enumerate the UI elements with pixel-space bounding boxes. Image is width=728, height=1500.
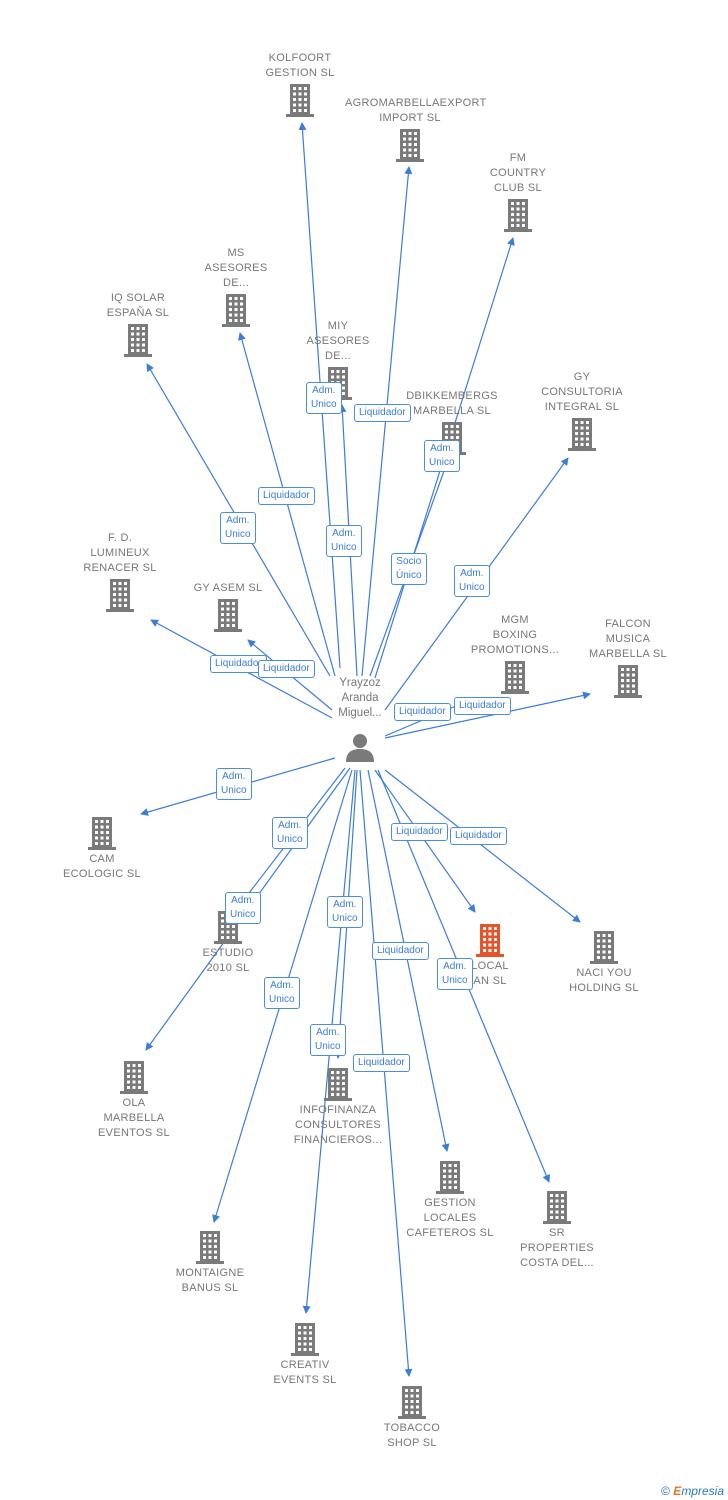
company-node-ola-marbella[interactable]: OLA MARBELLA EVENTOS SL xyxy=(69,1058,199,1141)
edge-falcon-musica xyxy=(384,691,591,739)
company-node-naci-you[interactable]: NACI YOU HOLDING SL xyxy=(539,928,669,996)
building-icon xyxy=(286,84,314,117)
company-node-agromarbella[interactable]: AGROMARBELLAEXPORT IMPORT SL xyxy=(345,96,487,164)
person-icon xyxy=(346,734,374,762)
company-name: NACI YOU HOLDING SL xyxy=(569,967,639,994)
company-name: LOCAL AN SL xyxy=(471,960,509,987)
relation-badge[interactable]: Adm. Unico xyxy=(216,768,252,800)
brand-logo-letter: E xyxy=(673,1484,682,1498)
building-icon xyxy=(501,661,529,694)
relation-badge[interactable]: Liquidador xyxy=(394,703,451,721)
building-icon xyxy=(504,199,532,232)
relation-badge[interactable]: Adm. Unico xyxy=(327,896,363,928)
building-icon xyxy=(543,1191,571,1224)
company-name: AGROMARBELLAEXPORT IMPORT SL xyxy=(345,97,487,124)
relation-badge[interactable]: Liquidador xyxy=(353,1054,410,1072)
company-node-gy-asem[interactable]: GY ASEM SL xyxy=(163,581,293,634)
company-name: FALCON MUSICA MARBELLA SL xyxy=(589,618,667,660)
building-icon xyxy=(124,324,152,357)
company-name: INFOFINANZA CONSULTORES FINANCIEROS... xyxy=(293,1104,383,1146)
building-icon xyxy=(324,1068,352,1101)
relation-badge[interactable]: Adm. Unico xyxy=(225,892,261,924)
company-node-local-an[interactable]: LOCAL AN SL xyxy=(425,921,555,989)
relation-badge[interactable]: Adm. Unico xyxy=(306,382,342,414)
relation-badge[interactable]: Adm. Unico xyxy=(220,512,256,544)
building-icon xyxy=(436,1161,464,1194)
relation-badge[interactable]: Liquidador xyxy=(354,404,411,422)
company-node-sr-properties[interactable]: SR PROPERTIES COSTA DEL... xyxy=(492,1188,622,1271)
copyright-symbol: © xyxy=(661,1484,670,1498)
company-node-falcon-musica[interactable]: FALCON MUSICA MARBELLA SL xyxy=(563,617,693,700)
relation-badge[interactable]: Liquidador xyxy=(391,823,448,841)
company-name: MIY ASESORES DE... xyxy=(306,320,370,362)
company-node-cam-ecologic[interactable]: CAM ECOLOGIC SL xyxy=(37,814,167,882)
building-icon xyxy=(614,665,642,698)
company-name: KOLFOORT GESTION SL xyxy=(265,52,335,79)
company-node-tobacco[interactable]: TOBACCO SHOP SL xyxy=(347,1383,477,1451)
person-node[interactable]: Yrayzoz Aranda Miguel... xyxy=(320,676,400,763)
edge-gestion-locales xyxy=(367,769,450,1152)
company-name: MONTAIGNE BANUS SL xyxy=(175,1267,245,1294)
person-name: Yrayzoz Aranda Miguel... xyxy=(338,677,382,719)
company-node-montaigne[interactable]: MONTAIGNE BANUS SL xyxy=(145,1228,275,1296)
company-node-mgm-boxing[interactable]: MGM BOXING PROMOTIONS... xyxy=(450,613,580,696)
relation-badge[interactable]: Liquidador xyxy=(258,487,315,505)
relation-badge[interactable]: Liquidador xyxy=(258,660,315,678)
company-name: GY CONSULTORIA INTEGRAL SL xyxy=(541,371,623,413)
company-name: FM COUNTRY CLUB SL xyxy=(489,152,547,194)
building-icon xyxy=(568,418,596,451)
company-name: CAM ECOLOGIC SL xyxy=(63,853,141,880)
relation-badge[interactable]: Adm. Unico xyxy=(424,440,460,472)
company-node-gestion-locales[interactable]: GESTION LOCALES CAFETEROS SL xyxy=(385,1158,515,1241)
edge-tobacco xyxy=(359,769,413,1377)
building-icon xyxy=(398,1386,426,1419)
company-name: F. D. LUMINEUX RENACER SL xyxy=(83,532,157,574)
relation-badge[interactable]: Adm. Unico xyxy=(310,1024,346,1056)
company-node-ms-asesores[interactable]: MS ASESORES DE... xyxy=(171,246,301,329)
company-node-fm-country[interactable]: FM COUNTRY CLUB SL xyxy=(453,151,583,234)
company-node-iq-solar[interactable]: IQ SOLAR ESPAÑA SL xyxy=(73,291,203,359)
company-name: GESTION LOCALES CAFETEROS SL xyxy=(406,1197,494,1239)
relation-badge[interactable]: Liquidador xyxy=(454,697,511,715)
company-name: OLA MARBELLA EVENTOS SL xyxy=(98,1097,170,1139)
company-name: IQ SOLAR ESPAÑA SL xyxy=(106,292,170,319)
relation-badge[interactable]: Adm. Unico xyxy=(272,817,308,849)
brand-logo-text: mpresia xyxy=(681,1484,724,1498)
relation-badge[interactable]: Liquidador xyxy=(450,827,507,845)
company-node-gy-consultoria[interactable]: GY CONSULTORIA INTEGRAL SL xyxy=(517,370,647,453)
company-name: SR PROPERTIES COSTA DEL... xyxy=(520,1227,594,1269)
company-name: DBIKKEMBERGS MARBELLA SL xyxy=(406,390,498,417)
building-icon xyxy=(120,1061,148,1094)
relation-badge[interactable]: Socio Único xyxy=(391,553,427,585)
relation-badge[interactable]: Adm. Unico xyxy=(454,565,490,597)
company-name: ESTUDIO 2010 SL xyxy=(202,947,254,974)
relation-badge[interactable]: Adm. Unico xyxy=(264,977,300,1009)
building-icon xyxy=(590,931,618,964)
building-icon xyxy=(222,294,250,327)
building-icon xyxy=(196,1231,224,1264)
building-icon xyxy=(88,817,116,850)
company-name: TOBACCO SHOP SL xyxy=(383,1422,441,1449)
footer-brand: © Empresia xyxy=(661,1484,724,1498)
relation-badge[interactable]: Adm. Unico xyxy=(326,525,362,557)
building-icon xyxy=(291,1323,319,1356)
company-name: CREATIV EVENTS SL xyxy=(273,1359,337,1386)
edge-local-an xyxy=(374,769,476,913)
company-node-fd-lumineux[interactable]: F. D. LUMINEUX RENACER SL xyxy=(55,531,185,614)
relation-badge[interactable]: Liquidador xyxy=(372,942,429,960)
company-node-infofinanza[interactable]: INFOFINANZA CONSULTORES FINANCIEROS... xyxy=(273,1065,403,1148)
company-node-kolfoort[interactable]: KOLFOORT GESTION SL xyxy=(235,51,365,119)
building-icon xyxy=(214,599,242,632)
company-node-miy-asesores[interactable]: MIY ASESORES DE... xyxy=(273,319,403,402)
company-name: GY ASEM SL xyxy=(193,582,263,594)
building-icon xyxy=(396,129,424,162)
company-name: MS ASESORES DE... xyxy=(204,247,268,289)
edge-naci-you xyxy=(384,769,581,923)
relation-badge[interactable]: Adm. Unico xyxy=(437,958,473,990)
building-icon xyxy=(476,924,504,957)
building-icon xyxy=(106,579,134,612)
company-name: MGM BOXING PROMOTIONS... xyxy=(470,614,560,656)
company-node-creativ[interactable]: CREATIV EVENTS SL xyxy=(240,1320,370,1388)
